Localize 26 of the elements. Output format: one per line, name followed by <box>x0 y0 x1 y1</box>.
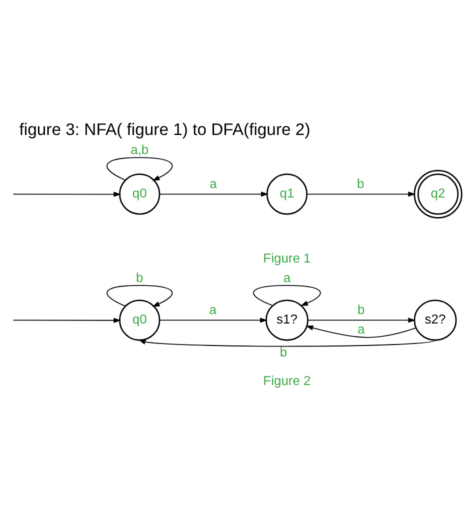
edge-label: a <box>358 320 365 336</box>
arrow <box>306 191 416 196</box>
arrow <box>307 317 416 322</box>
label: Figure 1 <box>263 250 311 265</box>
edge-label: b <box>358 301 365 316</box>
label: Figure 2 <box>263 372 311 388</box>
node-circle: s2? <box>414 299 457 340</box>
node-circle: q1 <box>266 173 308 214</box>
arrow <box>106 156 173 180</box>
arrow <box>12 317 122 322</box>
arrow <box>306 324 416 338</box>
arrow <box>138 339 436 346</box>
edge-label: a,b <box>130 142 149 157</box>
edge-label: a <box>209 301 216 316</box>
arrow <box>253 284 321 306</box>
diagram-title: figure 3: NFA( figure 1) to DFA(figure 2) <box>19 119 310 138</box>
arrow <box>159 191 268 196</box>
edge-label: a <box>210 175 217 190</box>
edge-label: b <box>357 175 364 190</box>
edge-label: b <box>136 269 144 284</box>
edge-label: b <box>280 344 288 360</box>
node-circle: q2 <box>414 169 462 218</box>
arrow <box>159 317 268 322</box>
arrow <box>106 284 173 306</box>
edge-label: a <box>283 269 291 284</box>
arrow <box>12 191 122 196</box>
